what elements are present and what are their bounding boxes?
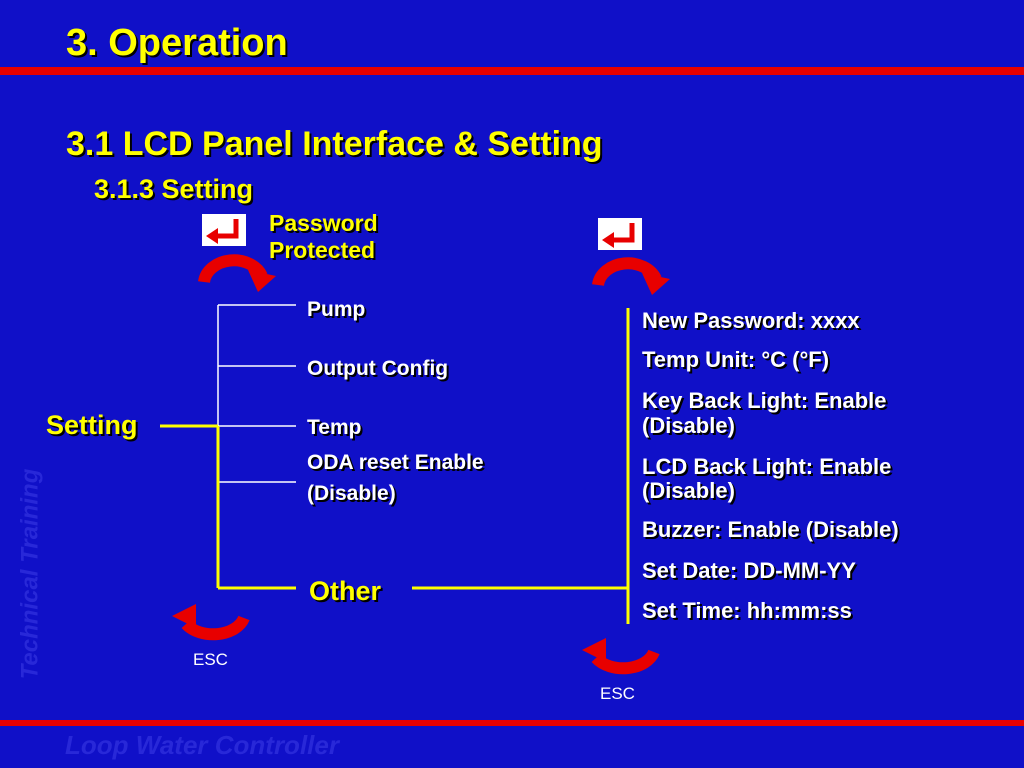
- other-item-key-back-light: Key Back Light: Enable: [642, 388, 887, 413]
- other-item-set-time: Set Time: hh:mm:ss: [642, 598, 852, 623]
- slide-title: 3. Operation: [66, 22, 288, 64]
- other-item-new-password: New Password: xxxx: [642, 308, 860, 333]
- menu-item-oda-reset-disable: (Disable): [307, 482, 396, 505]
- other-item-lcd-back-light: LCD Back Light: Enable: [642, 454, 892, 479]
- other-item-lcd-back-light-disable: (Disable): [642, 478, 735, 503]
- rotate-arrow-icon: [592, 257, 670, 295]
- escape-arrow-icon: [582, 638, 660, 675]
- other-item-set-date: Set Date: DD-MM-YY: [642, 558, 856, 583]
- esc-label-left: ESC: [193, 650, 228, 669]
- other-item-key-back-light-disable: (Disable): [642, 413, 735, 438]
- menu-root-setting: Setting: [46, 410, 138, 440]
- footer-watermark: Loop Water Controller: [65, 730, 339, 760]
- top-accent-bar: [0, 67, 1024, 75]
- menu-item-oda-reset: ODA reset Enable: [307, 451, 484, 474]
- enter-key-icon: [598, 218, 642, 250]
- menu-item-pump: Pump: [307, 298, 366, 321]
- subsection-heading: 3.1.3 Setting: [94, 174, 254, 204]
- menu-item-temp: Temp: [307, 416, 362, 439]
- menu-item-output-config: Output Config: [307, 357, 449, 380]
- other-item-buzzer: Buzzer: Enable (Disable): [642, 517, 899, 542]
- branch-lines: [217, 304, 296, 585]
- esc-label-right: ESC: [600, 684, 635, 703]
- section-subtitle: 3.1 LCD Panel Interface & Setting: [66, 125, 603, 163]
- escape-arrow-icon: [172, 604, 250, 641]
- yellow-connectors: [160, 308, 630, 624]
- bottom-accent-bar: [0, 720, 1024, 726]
- other-item-temp-unit: Temp Unit: °C (°F): [642, 347, 830, 372]
- enter-key-icon: [202, 214, 246, 246]
- password-note-line1: Password: [269, 210, 378, 236]
- password-note-line2: Protected: [269, 237, 376, 263]
- menu-item-other: Other: [309, 576, 382, 606]
- rotate-arrow-icon: [198, 254, 276, 292]
